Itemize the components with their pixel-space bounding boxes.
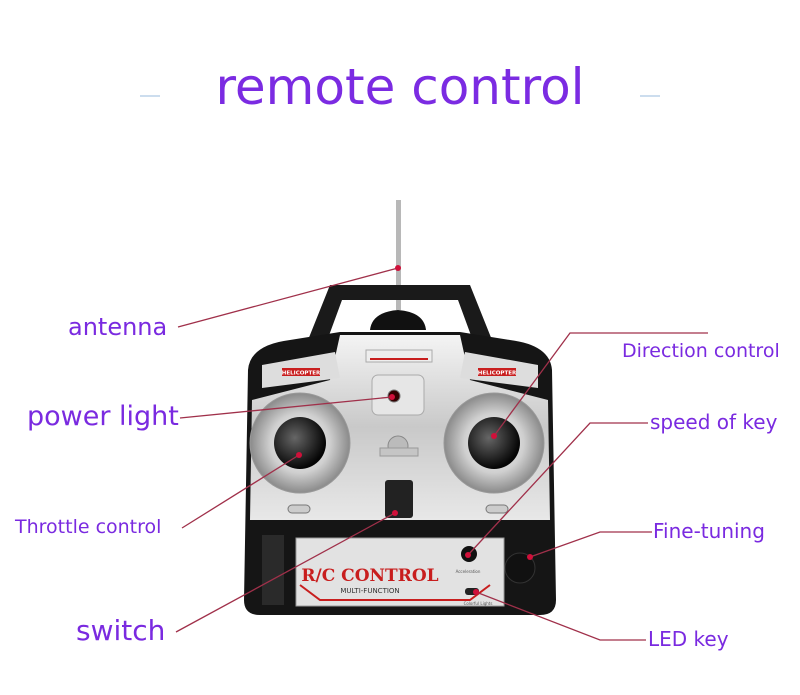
right-badge-bg: [478, 368, 516, 376]
direction-stick: [468, 417, 520, 469]
label-fine-tuning: Fine-tuning: [653, 519, 765, 543]
sub-text: MULTI-FUNCTION: [340, 587, 399, 595]
acceleration-label: Acceleration: [456, 569, 481, 574]
left-badge-bg: [282, 368, 320, 376]
leader-dots: [296, 265, 533, 595]
label-led-key: LED key: [648, 627, 729, 651]
antenna: [396, 200, 401, 310]
colorful-lights-label: Colorful Lights: [464, 601, 493, 606]
label-antenna: antenna: [68, 313, 168, 341]
left-badge-text: HELICOPTER: [282, 371, 321, 377]
left-trim: [287, 504, 311, 514]
label-power-light: power light: [27, 401, 179, 432]
antenna-base: [370, 310, 426, 330]
throttle-stick: [274, 417, 326, 469]
label-speed-of-key: speed of key: [650, 410, 778, 434]
diagram-title: remote control: [215, 58, 585, 116]
label-direction-control: Direction control: [622, 340, 780, 362]
right-trim: [485, 504, 509, 514]
label-throttle-control: Throttle control: [15, 516, 162, 538]
switch: [385, 480, 413, 518]
brand-text: R/C CONTROL: [301, 566, 438, 586]
leader-lines: [175, 267, 708, 641]
fine-tuning-knob: [504, 552, 536, 584]
label-switch: switch: [76, 614, 166, 647]
right-badge-text: HELICOPTER: [478, 371, 517, 377]
